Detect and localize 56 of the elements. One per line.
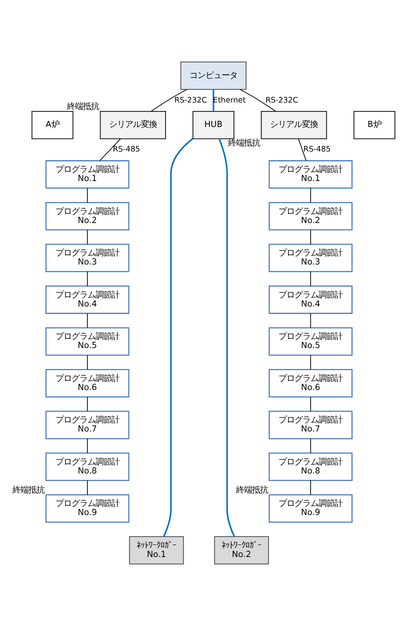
node-label: 終端抵抗: [12, 484, 45, 494]
connector: [87, 354, 88, 370]
connector: [310, 312, 312, 328]
node-box: プログラム調節計 No.2: [45, 201, 130, 230]
node-box: シリアル変換: [100, 110, 166, 139]
node-box: プログラム調節計 No.2: [268, 201, 353, 230]
node-box: A炉: [32, 110, 74, 139]
connector: [310, 354, 312, 370]
node-box: プログラム調節計 No.6: [45, 368, 130, 397]
node-box: プログラム調節計 No.3: [268, 243, 353, 272]
node-box: プログラム調節計 No.5: [45, 326, 130, 356]
connector: [310, 396, 312, 412]
node-box: プログラム調節計 No.4: [268, 284, 353, 314]
node-box: プログラム調節計 No.9: [268, 494, 353, 522]
node-box: プログラム調節計 No.3: [45, 243, 130, 272]
connector: [310, 270, 312, 286]
connector: [310, 229, 312, 244]
node-box: プログラム調節計 No.1: [45, 160, 130, 188]
node-label: 終端抵抗: [228, 136, 260, 147]
node-box: プログラム調節計 No.7: [45, 410, 130, 439]
connector: [310, 480, 312, 495]
connector: [99, 138, 121, 160]
edge-label: RS-485: [303, 144, 331, 154]
node-box: B炉: [354, 110, 396, 139]
node-box: プログラム調節計 No.5: [268, 326, 353, 356]
node-box: プログラム調節計 No.4: [45, 284, 130, 314]
connector: [310, 187, 312, 202]
node-box: ﾈｯﾄﾜｰｸﾛｶﾞｰ No.2: [214, 536, 269, 564]
connector: [298, 138, 306, 160]
node-box: プログラム調節計 No.8: [45, 452, 130, 480]
connector: [218, 138, 236, 536]
edge-label: RS-485: [112, 144, 140, 154]
connector: [87, 480, 88, 495]
connector: [310, 438, 312, 453]
edge-label: RS-232C: [265, 94, 298, 104]
connector: [87, 187, 88, 202]
connector: [87, 229, 88, 244]
node-box: HUB: [192, 110, 234, 139]
connector: [87, 270, 88, 286]
node-box: プログラム調節計 No.6: [268, 368, 353, 397]
connector: [163, 137, 194, 536]
connector: [87, 312, 88, 328]
connector: [240, 88, 276, 112]
node-label: 終端抵抗: [66, 100, 99, 110]
node-box: コンピュータ: [180, 61, 246, 90]
connector: [87, 438, 88, 453]
connector: [87, 396, 88, 412]
connector: [150, 88, 188, 112]
node-box: プログラム調節計 No.7: [268, 410, 353, 439]
node-box: ﾈｯﾄﾜｰｸﾛｶﾞｰ No.1: [129, 536, 184, 564]
node-box: プログラム調節計 No.8: [268, 452, 353, 480]
edge-label: RS-232C: [174, 94, 207, 104]
node-label: 終端抵抗: [236, 484, 268, 494]
node-box: プログラム調節計 No.1: [268, 160, 353, 188]
node-box: プログラム調節計 No.9: [45, 494, 130, 522]
node-box: シリアル変換: [260, 110, 327, 139]
